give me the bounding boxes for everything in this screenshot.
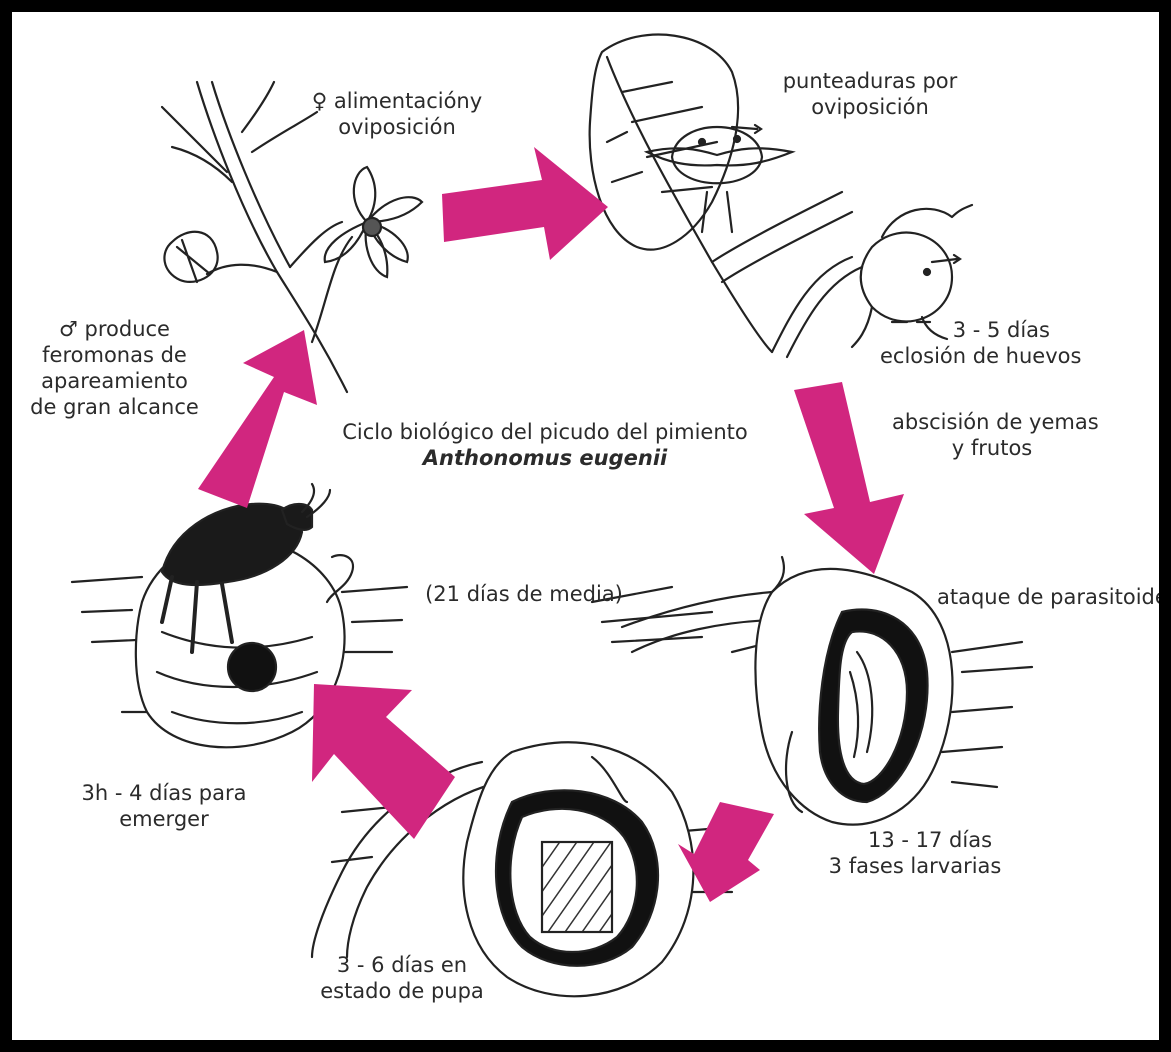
- abscission-line-2: y frutos: [892, 435, 1092, 461]
- arrow-1: [442, 147, 608, 260]
- feeding-label: ♀ alimentacióny oviposición: [302, 88, 492, 140]
- feeding-line-1: ♀ alimentacióny: [302, 88, 492, 114]
- pupa-line-2: estado de pupa: [307, 978, 497, 1004]
- male-line-4: de gran alcance: [27, 394, 202, 420]
- duration-label: (21 días de media): [424, 581, 624, 607]
- male-line-1: ♂ produce: [27, 316, 202, 342]
- hatch-label: 3 - 5 días eclosión de huevos: [880, 317, 1070, 369]
- abscission-line-1: abscisión de yemas: [892, 409, 1092, 435]
- feeding-line-2: oviposición: [302, 114, 492, 140]
- larva-text: 3 fases larvarias: [820, 853, 1010, 879]
- larva-days: 13 - 17 días: [820, 827, 1010, 853]
- emerge-line-2: emerger: [64, 806, 264, 832]
- emerge-line-1: 3h - 4 días para: [64, 780, 264, 806]
- pupa-label: 3 - 6 días en estado de pupa: [307, 952, 497, 1004]
- emerge-label: 3h - 4 días para emerger: [64, 780, 264, 832]
- abscission-label: abscisión de yemas y frutos: [892, 409, 1092, 461]
- pupa-line-1: 3 - 6 días en: [307, 952, 497, 978]
- diagram-title-block: Ciclo biológico del picudo del pimiento …: [330, 419, 760, 471]
- hatch-days: 3 - 5 días: [880, 317, 1070, 343]
- hatch-text: eclosión de huevos: [880, 343, 1070, 369]
- larva-label: 13 - 17 días 3 fases larvarias: [820, 827, 1010, 879]
- diagram-title: Ciclo biológico del picudo del pimiento: [330, 419, 760, 445]
- punctures-line-1: punteaduras por: [770, 68, 970, 94]
- punctures-label: punteaduras por oviposición: [770, 68, 970, 120]
- life-cycle-artwork: [12, 12, 1159, 1040]
- male-line-3: apareamiento: [27, 368, 202, 394]
- male-label: ♂ produce feromonas de apareamiento de g…: [27, 316, 202, 420]
- arrow-2: [794, 382, 904, 574]
- scientific-name: Anthonomus eugenii: [330, 445, 760, 471]
- male-line-2: feromonas de: [27, 342, 202, 368]
- arrow-5: [198, 330, 317, 508]
- punctures-line-2: oviposición: [770, 94, 970, 120]
- parasitoids-label: ataque de parasitoides: [937, 584, 1171, 610]
